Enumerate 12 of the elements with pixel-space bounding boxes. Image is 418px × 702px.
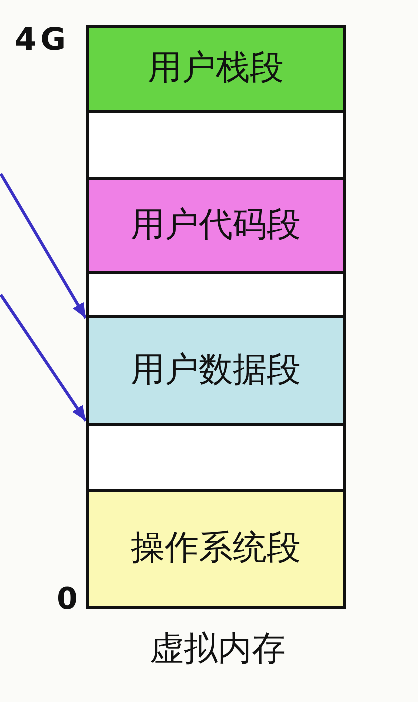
empty-box [86,423,346,492]
segment-box: 用户数据段 [86,315,346,426]
memory-caption: 虚拟内存 [150,632,286,666]
segment-box: 用户栈段 [86,25,346,113]
address-label: 4G [15,25,70,56]
arrow [0,173,88,320]
empty-box [86,110,346,180]
address-label: 0 [57,585,78,615]
arrow [0,294,88,422]
empty-box [86,271,346,318]
segment-box: 用户代码段 [86,177,346,274]
segment-box: 操作系统段 [86,489,346,609]
